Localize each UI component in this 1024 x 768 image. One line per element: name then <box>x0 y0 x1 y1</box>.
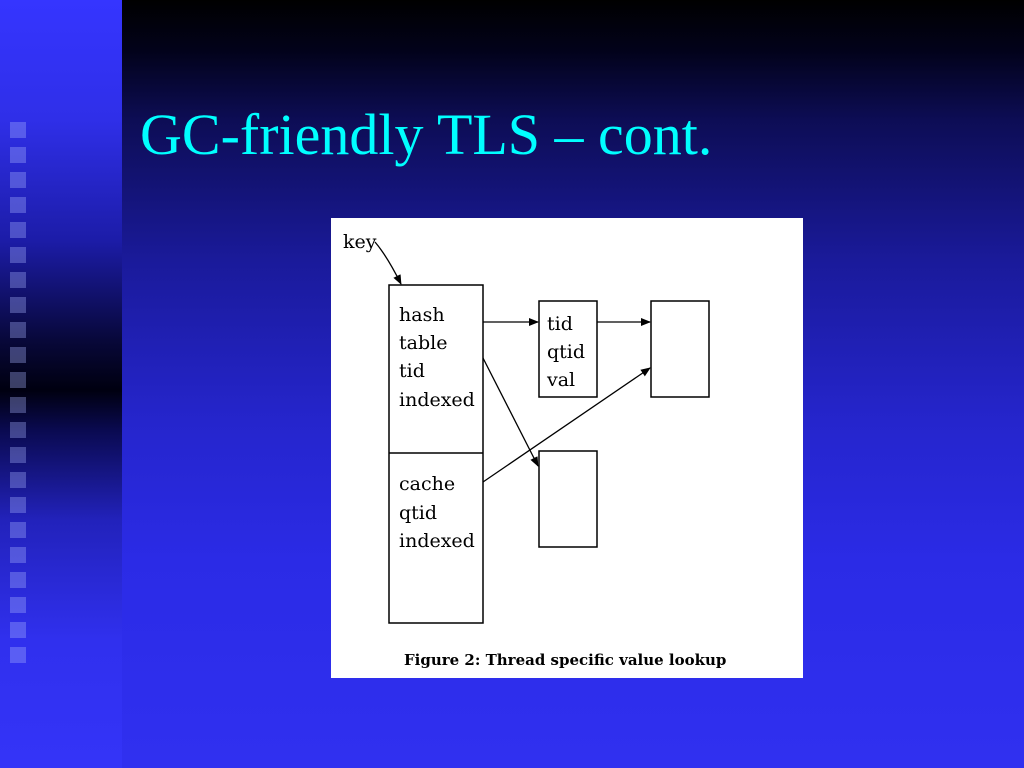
value-box-lower <box>538 450 598 548</box>
figure-panel: key hash table tid indexed cache qtid in… <box>331 218 803 678</box>
left-decoration-bar <box>0 0 122 768</box>
main-box-bottom-line-2: qtid <box>399 502 437 524</box>
main-box-top-line-3: tid <box>399 360 425 382</box>
main-box-top-line-2: table <box>399 332 447 354</box>
arrow-cache-to-value <box>482 367 651 483</box>
main-box-bottom-line-3: indexed <box>399 530 475 552</box>
main-box-top-line-1: hash <box>399 304 445 326</box>
arrow-table-to-lower-box <box>482 357 539 467</box>
entry-box-line-2: qtid <box>547 341 585 363</box>
main-box-bottom-line-1: cache <box>399 473 455 495</box>
entry-box <box>538 300 598 398</box>
key-label: key <box>343 231 377 253</box>
entry-box-line-3: val <box>546 369 575 391</box>
key-arrow <box>374 241 402 285</box>
figure-caption: Figure 2: Thread specific value lookup <box>404 651 726 669</box>
entry-box-line-1: tid <box>547 313 573 335</box>
value-box-upper <box>650 300 710 398</box>
main-box-top-line-4: indexed <box>399 389 475 411</box>
thread-lookup-diagram: key hash table tid indexed cache qtid in… <box>343 231 726 669</box>
main-box <box>388 284 484 624</box>
left-square-pattern <box>0 0 30 768</box>
slide-title: GC-friendly TLS – cont. <box>140 102 713 167</box>
